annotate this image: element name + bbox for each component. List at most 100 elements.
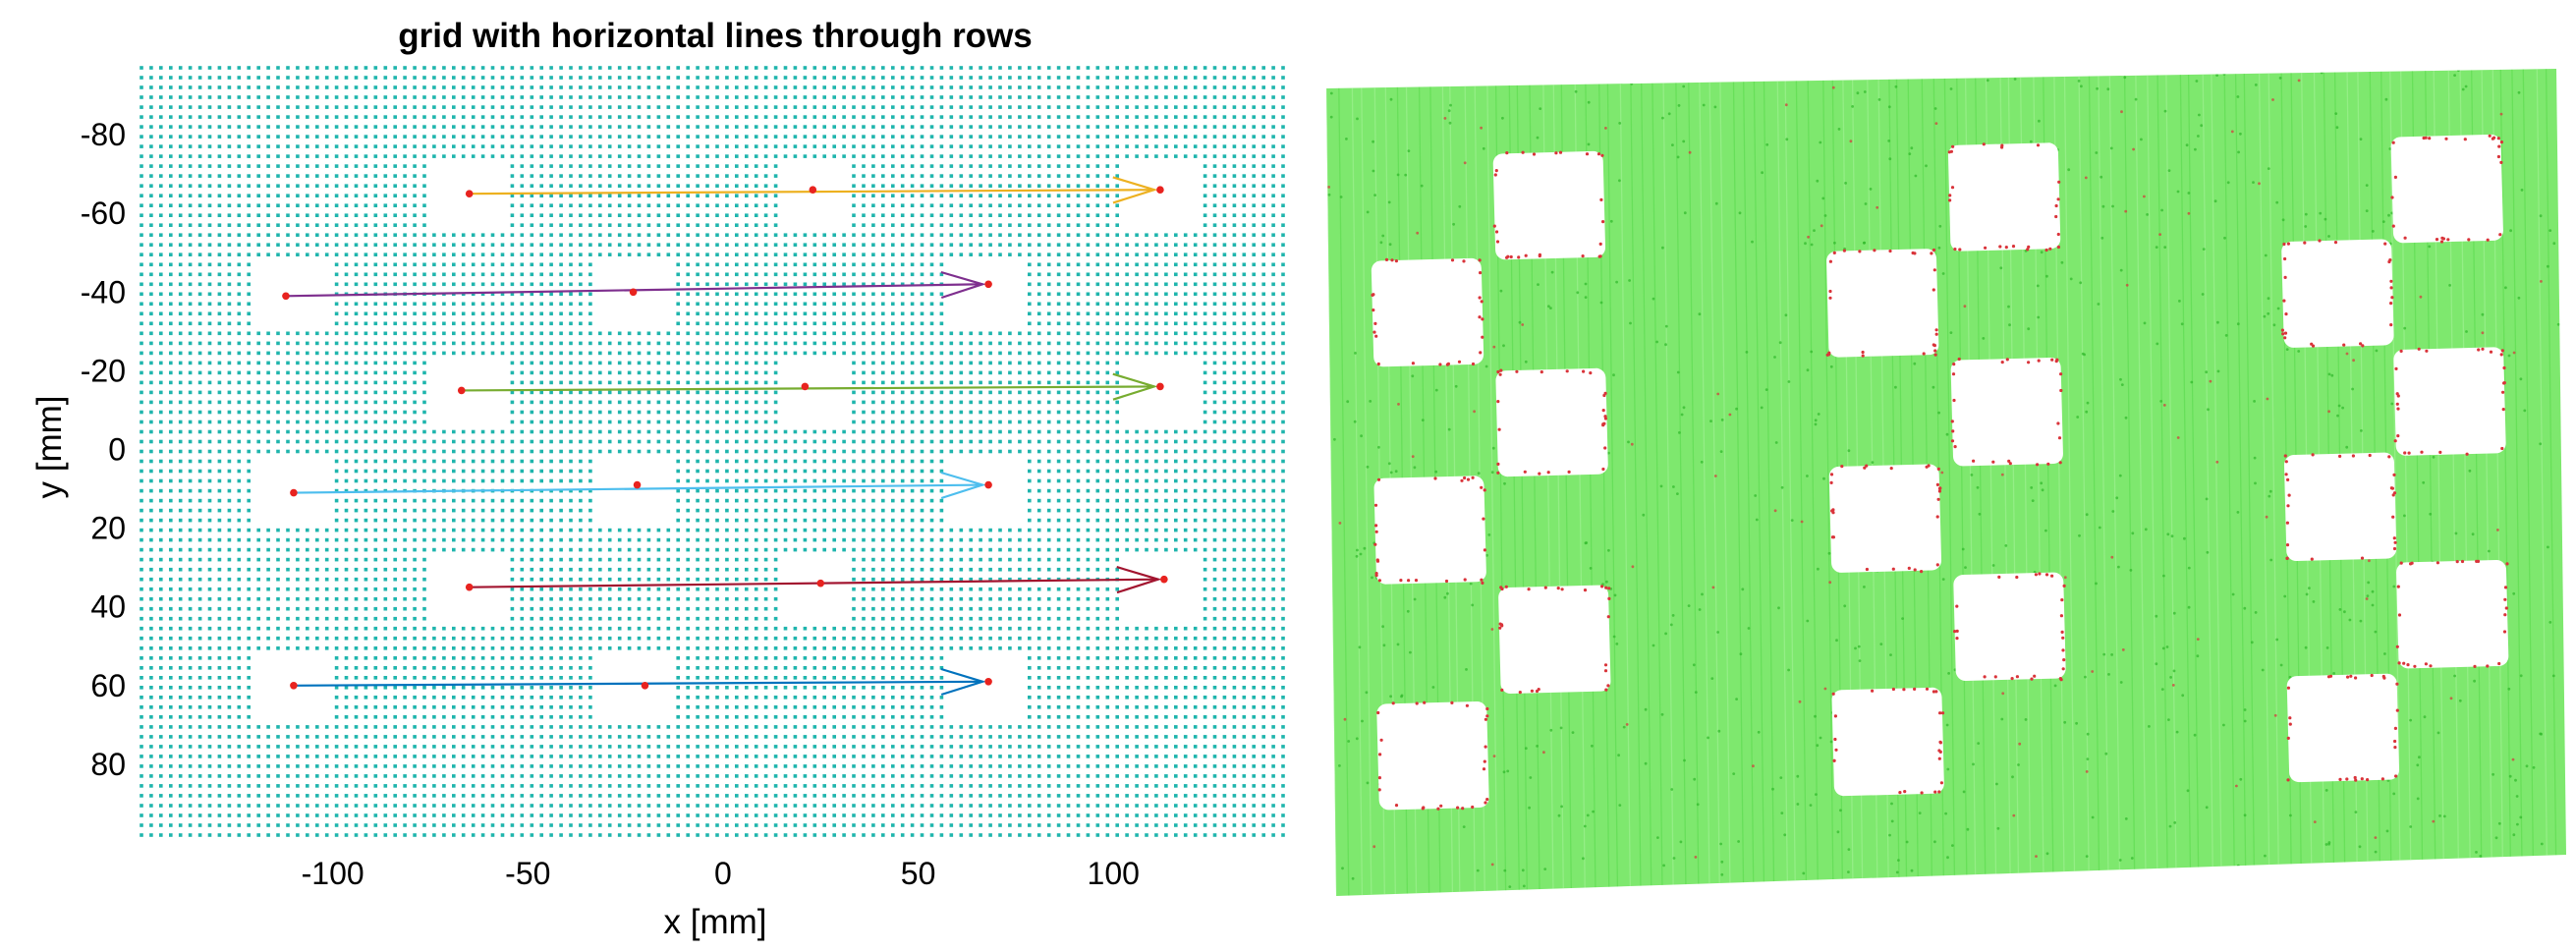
grid-point [247,755,251,758]
grid-point [461,439,466,444]
grid-point [207,174,212,178]
grid-point [334,528,339,532]
grid-point [315,361,319,365]
grid-point [266,596,270,601]
grid-point [178,676,183,680]
grid-point [442,823,446,827]
grid-point [334,696,339,700]
grid-point [763,813,768,817]
grid-point [520,223,525,227]
grid-point [686,646,690,650]
grid-point [140,774,143,778]
grid-point [705,528,709,532]
grid-point [413,596,417,601]
grid-point [413,725,417,729]
grid-point [207,66,212,70]
grid-point [169,686,173,690]
grid-point [197,696,202,700]
grid-point [169,755,173,758]
grid-point [276,596,280,601]
grid-point [773,400,778,405]
grid-point [354,577,359,582]
grid-point [364,439,368,444]
grid-point [276,577,280,582]
grid-point [480,705,485,709]
grid-point [735,686,739,690]
grid-point [422,823,426,827]
grid-point [393,429,397,434]
grid-point [520,311,525,316]
grid-point [442,774,446,778]
grid-point [745,508,749,513]
grid-point [735,125,739,129]
grid-point [140,331,143,336]
grid-point [169,528,173,532]
grid-point [715,804,719,808]
grid-point [500,439,505,444]
grid-point [413,85,417,89]
grid-point [539,696,543,700]
grid-point [579,164,583,168]
grid-point [452,813,456,817]
grid-point [296,755,300,758]
grid-point [480,154,485,158]
grid-point [140,577,143,582]
grid-point [237,705,242,709]
grid-point [539,823,543,827]
grid-point [646,135,651,139]
grid-point [696,272,700,277]
grid-point [803,488,808,493]
grid-point [559,272,563,277]
grid-point [715,567,719,572]
grid-point [569,705,573,709]
grid-point [188,135,193,139]
grid-point [247,478,251,483]
grid-point [452,784,456,788]
grid-point [579,774,583,778]
grid-point [530,439,534,444]
grid-point [607,223,612,227]
grid-point [178,557,183,562]
grid-point [676,606,680,611]
grid-point [256,213,260,217]
grid-point [471,725,476,729]
grid-point [286,429,290,434]
grid-point [188,725,193,729]
grid-point [822,331,826,336]
grid-point [471,626,476,631]
grid-point [754,194,758,197]
grid-point [559,194,563,197]
grid-point [735,498,739,503]
grid-point [237,656,242,660]
grid-point [393,213,397,217]
grid-point [256,735,260,739]
grid-point [393,686,397,690]
grid-point [500,813,505,817]
grid-point [812,656,817,660]
grid-point [539,370,543,375]
grid-point [413,833,417,837]
grid-point [432,459,436,464]
grid-point [422,567,426,572]
grid-point [344,125,349,129]
grid-point [197,715,202,719]
grid-point [579,794,583,798]
grid-point [607,174,612,178]
grid-point [422,76,426,80]
grid-point [403,813,407,817]
grid-point [442,518,446,523]
grid-point [256,646,260,650]
grid-point [354,439,359,444]
grid-point [227,577,232,582]
grid-point [354,341,359,346]
grid-point [637,400,642,405]
grid-point [696,715,700,719]
grid-point [627,341,632,346]
grid-point [422,626,426,631]
grid-point [646,755,651,758]
grid-point [754,508,758,513]
grid-point [471,666,476,670]
grid-point [197,361,202,365]
grid-point [588,292,592,297]
grid-point [393,715,397,719]
